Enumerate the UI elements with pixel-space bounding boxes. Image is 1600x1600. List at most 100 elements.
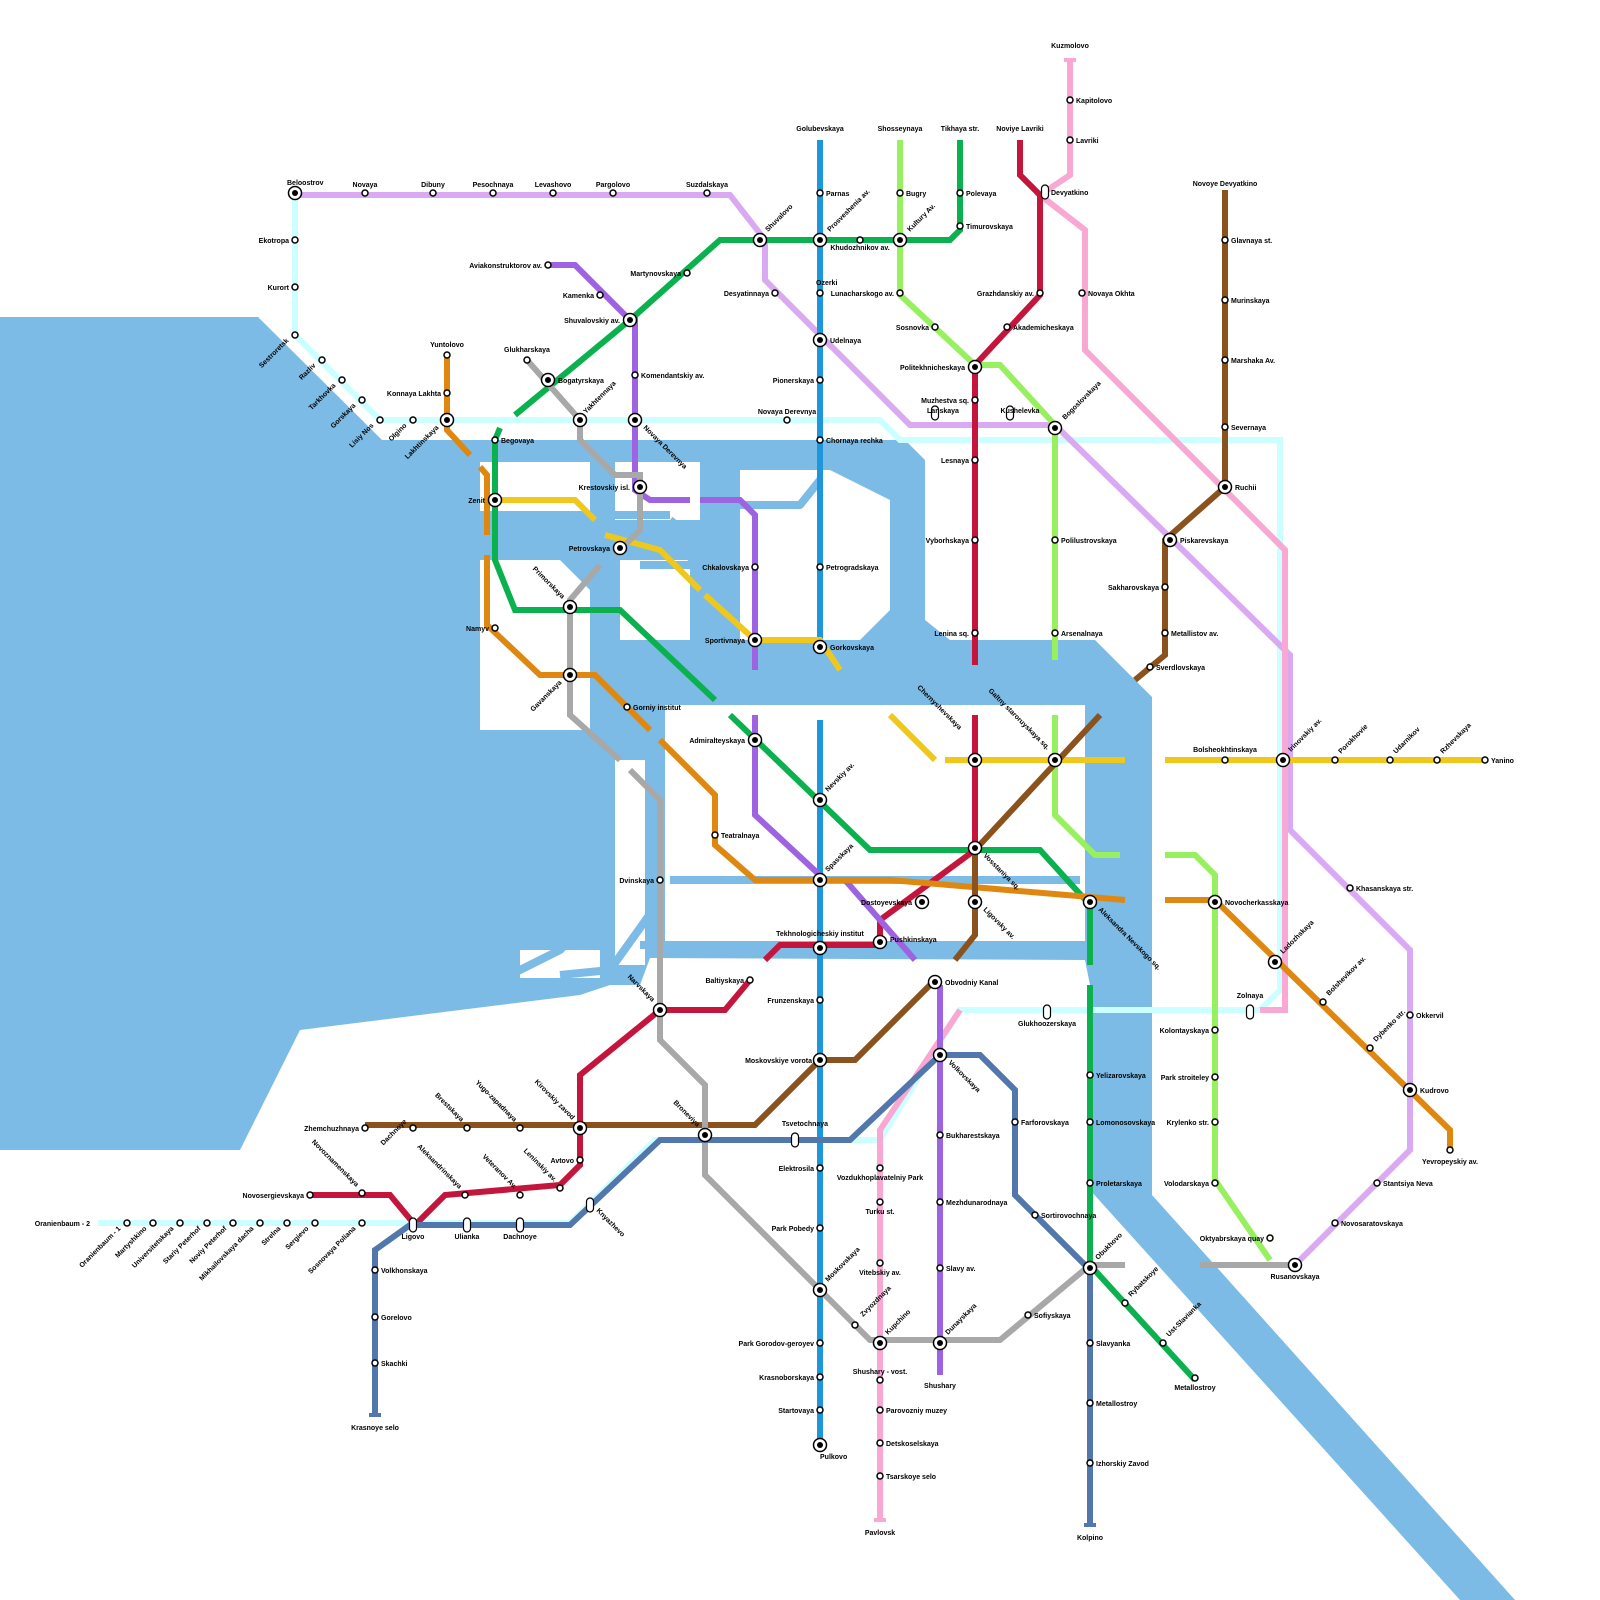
station-marker[interactable] <box>752 232 768 248</box>
station-marker[interactable] <box>872 934 888 950</box>
station-marker[interactable] <box>516 1191 524 1199</box>
station-marker[interactable] <box>652 1002 668 1018</box>
station-marker[interactable] <box>790 1132 800 1148</box>
station-marker[interactable] <box>1221 356 1229 364</box>
station-marker[interactable] <box>283 1219 291 1227</box>
station-marker[interactable] <box>515 1217 525 1233</box>
station-marker[interactable] <box>931 323 939 331</box>
station-marker[interactable] <box>967 840 983 856</box>
station-marker[interactable] <box>612 540 628 556</box>
station-marker[interactable] <box>812 940 828 956</box>
station-marker[interactable] <box>609 189 617 197</box>
station-marker[interactable] <box>631 371 639 379</box>
station-marker[interactable] <box>627 412 643 428</box>
station-marker[interactable] <box>1086 1179 1094 1187</box>
station-marker[interactable] <box>876 1164 884 1172</box>
station-marker[interactable] <box>409 1124 417 1132</box>
station-marker[interactable] <box>930 405 940 421</box>
station-marker[interactable] <box>622 312 638 328</box>
station-marker[interactable] <box>851 1321 859 1329</box>
station-marker[interactable] <box>971 456 979 464</box>
station-marker[interactable] <box>927 974 943 990</box>
station-marker[interactable] <box>318 356 326 364</box>
station-marker[interactable] <box>816 289 824 297</box>
station-marker[interactable] <box>1082 1260 1098 1276</box>
station-marker[interactable] <box>562 667 578 683</box>
station-marker[interactable] <box>623 703 631 711</box>
station-marker[interactable] <box>1245 1004 1255 1020</box>
station-marker[interactable] <box>1040 184 1050 200</box>
station-marker[interactable] <box>812 639 828 655</box>
station-marker[interactable] <box>876 1439 884 1447</box>
station-marker[interactable] <box>540 372 556 388</box>
station-marker[interactable] <box>306 1191 314 1199</box>
station-marker[interactable] <box>816 376 824 384</box>
station-marker[interactable] <box>556 1184 564 1192</box>
station-marker[interactable] <box>1366 1044 1374 1052</box>
station-marker[interactable] <box>812 232 828 248</box>
station-marker[interactable] <box>576 1156 584 1164</box>
station-marker[interactable] <box>1082 894 1098 910</box>
station-marker[interactable] <box>683 269 691 277</box>
station-marker[interactable] <box>1121 1299 1129 1307</box>
station-marker[interactable] <box>1346 884 1354 892</box>
station-marker[interactable] <box>1481 756 1489 764</box>
station-marker[interactable] <box>523 356 531 364</box>
station-marker[interactable] <box>1266 1234 1274 1242</box>
station-marker[interactable] <box>896 189 904 197</box>
station-marker[interactable] <box>1086 1071 1094 1079</box>
station-marker[interactable] <box>463 1124 471 1132</box>
station-marker[interactable] <box>149 1219 157 1227</box>
station-marker[interactable] <box>1042 1004 1052 1020</box>
station-marker[interactable] <box>585 1197 595 1213</box>
station-marker[interactable] <box>256 1219 264 1227</box>
station-marker[interactable] <box>291 283 299 291</box>
station-marker[interactable] <box>816 1164 824 1172</box>
station-marker[interactable] <box>697 1127 713 1143</box>
station-marker[interactable] <box>338 376 346 384</box>
station-marker[interactable] <box>876 1259 884 1267</box>
station-marker[interactable] <box>1159 1339 1167 1347</box>
station-marker[interactable] <box>439 412 455 428</box>
station-marker[interactable] <box>892 232 908 248</box>
station-marker[interactable] <box>549 189 557 197</box>
station-marker[interactable] <box>1446 1146 1454 1154</box>
station-marker[interactable] <box>876 1198 884 1206</box>
station-marker[interactable] <box>783 416 791 424</box>
station-marker[interactable] <box>487 492 503 508</box>
station-marker[interactable] <box>1331 1219 1339 1227</box>
station-marker[interactable] <box>291 331 299 339</box>
station-marker[interactable] <box>1086 1339 1094 1347</box>
station-marker[interactable] <box>1319 998 1327 1006</box>
station-marker[interactable] <box>971 396 979 404</box>
station-marker[interactable] <box>967 752 983 768</box>
station-marker[interactable] <box>491 624 499 632</box>
station-marker[interactable] <box>1162 532 1178 548</box>
station-marker[interactable] <box>1275 752 1291 768</box>
station-marker[interactable] <box>371 1266 379 1274</box>
station-marker[interactable] <box>572 412 588 428</box>
station-marker[interactable] <box>1211 1026 1219 1034</box>
station-marker[interactable] <box>408 1217 418 1233</box>
station-marker[interactable] <box>462 1217 472 1233</box>
station-marker[interactable] <box>358 396 366 404</box>
station-marker[interactable] <box>1211 1073 1219 1081</box>
station-marker[interactable] <box>1191 1374 1199 1382</box>
station-marker[interactable] <box>936 1198 944 1206</box>
station-marker[interactable] <box>816 1224 824 1232</box>
station-marker[interactable] <box>461 1191 469 1199</box>
station-marker[interactable] <box>358 1189 366 1197</box>
station-marker[interactable] <box>1003 323 1011 331</box>
station-marker[interactable] <box>751 563 759 571</box>
station-marker[interactable] <box>932 1047 948 1063</box>
station-marker[interactable] <box>896 289 904 297</box>
station-marker[interactable] <box>816 1406 824 1414</box>
station-marker[interactable] <box>1221 296 1229 304</box>
station-marker[interactable] <box>544 261 552 269</box>
station-marker[interactable] <box>812 1052 828 1068</box>
station-marker[interactable] <box>1066 96 1074 104</box>
station-marker[interactable] <box>562 599 578 615</box>
station-marker[interactable] <box>1221 423 1229 431</box>
station-marker[interactable] <box>1433 756 1441 764</box>
station-marker[interactable] <box>1207 894 1223 910</box>
